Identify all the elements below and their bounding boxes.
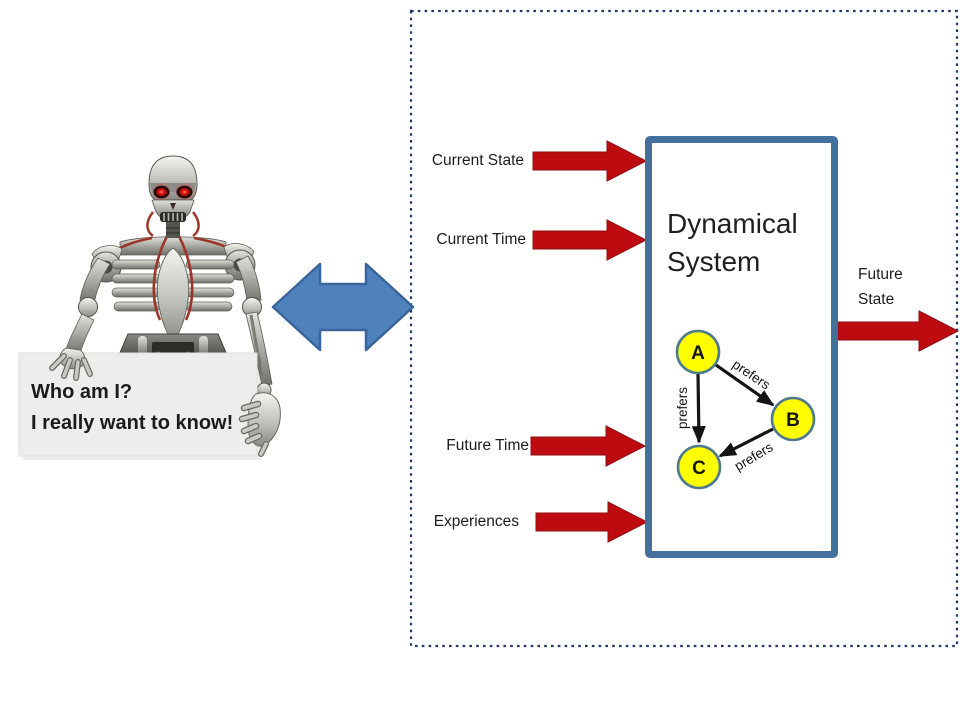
robot-hip-strut [138,336,147,356]
dynamical-system-title-line1: Dynamical [667,208,798,239]
robot-cable [177,235,194,321]
sign-board [18,352,258,457]
node-c [676,444,722,490]
robot-hand-right [238,392,281,457]
dynamical-system-box: Dynamical System [645,136,838,558]
robot-elbow-left [78,297,98,317]
sign-line-2: I really want to know! [31,412,233,434]
outer-dotted-frame [409,9,959,648]
node-b [770,396,816,442]
robot-eye-right [178,187,191,197]
robot-teeth [163,213,183,221]
robot-illustration: Who am I? I really want to know! [18,155,281,460]
label-current-time: Current Time [436,231,526,248]
label-future-state: Future State [858,262,903,312]
input-arrow-current-state [532,140,648,182]
label-future-state-line1: Future [858,266,903,283]
sign-line-1: Who am I? [31,381,132,403]
node-c-label: C [692,458,706,479]
bidirectional-arrow-icon [271,262,415,352]
robot-sign: Who am I? I really want to know! [18,352,261,460]
label-future-state-line2: State [858,291,895,308]
input-arrow-experiences [535,501,649,543]
robot-hip-strut [199,336,208,356]
output-arrow-future-state [837,310,960,352]
label-current-state: Current State [431,152,524,169]
robot-hand-left [49,347,93,381]
dynamical-system-title-line2: System [667,246,761,277]
robot-nose [170,203,176,210]
robot-eye-left [155,187,168,197]
edge-label-b-c: prefers [732,439,776,474]
preference-graph: prefers prefers prefers A B C [675,329,816,490]
robot-cable [152,235,169,321]
edge-a-to-c [691,373,706,444]
robot-sternum [156,247,190,343]
label-future-time: Future Time [446,437,529,454]
node-a [675,329,721,375]
input-arrow-current-time [532,219,648,261]
node-a-label: A [691,343,705,364]
label-experiences: Experiences [433,513,519,530]
robot-forearm-left [65,313,95,355]
edge-b-to-c [718,427,774,458]
input-arrow-future-time [530,425,647,467]
robot-forearm-rod [249,314,265,384]
edge-label-a-b: prefers [730,357,773,393]
dynamical-system-title: Dynamical System [667,205,832,281]
edge-a-to-b [715,363,775,407]
edge-label-a-c: prefers [675,387,690,429]
robot-cable [191,211,200,238]
robot-cable [146,211,155,238]
robot-ribcage [111,259,235,312]
node-b-label: B [786,410,800,431]
robot-neck [166,222,180,238]
